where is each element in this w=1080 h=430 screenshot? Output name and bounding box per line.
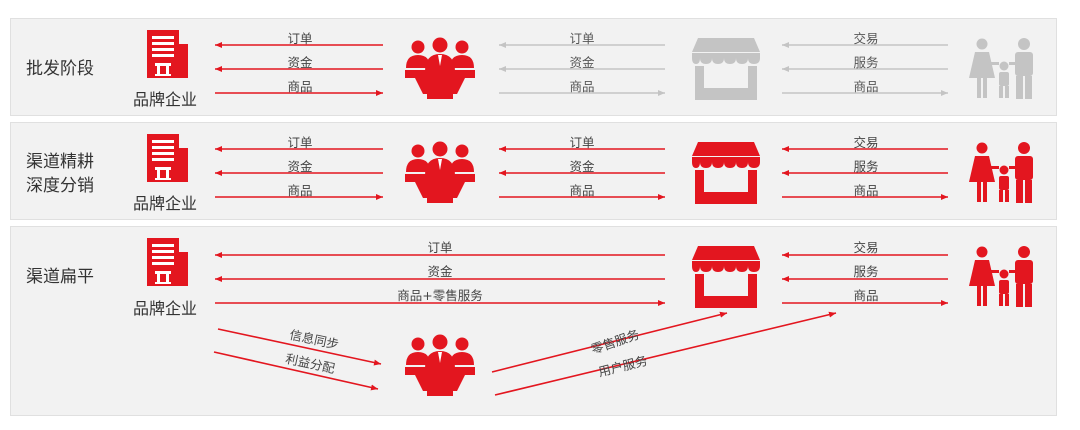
flow-label: 商品 <box>853 183 879 198</box>
flow-label: 订单 <box>569 31 595 46</box>
flow-label: 交易 <box>853 31 879 46</box>
flow-label: 资金 <box>427 264 453 279</box>
family-icon <box>969 142 1033 203</box>
flow-label: 商品+零售服务 <box>397 288 483 303</box>
flow-label: 资金 <box>569 55 595 70</box>
flow-label: 商品 <box>853 288 879 303</box>
flow-label: 资金 <box>287 55 313 70</box>
building-icon <box>147 30 188 78</box>
family-icon <box>969 38 1033 99</box>
flow-label: 订单 <box>569 135 595 150</box>
flow-label: 交易 <box>853 135 879 150</box>
flow-label: 商品 <box>287 183 313 198</box>
family-icon <box>969 246 1033 307</box>
storefront-icon <box>692 246 760 308</box>
stage-label-wholesale: 批发阶段 <box>26 59 94 79</box>
flow-label: 订单 <box>287 135 313 150</box>
flow-label: 订单 <box>287 31 313 46</box>
flow-label: 服务 <box>853 264 879 279</box>
brand-label: 品牌企业 <box>132 90 197 109</box>
brand-label: 品牌企业 <box>132 194 197 213</box>
building-icon <box>147 238 188 286</box>
distributor-group-icon <box>405 334 475 396</box>
flow-label: 服务 <box>853 159 879 174</box>
distributor-group-icon <box>405 141 475 203</box>
flow-label: 商品 <box>287 79 313 94</box>
flow-label: 商品 <box>853 79 879 94</box>
distributor-group-icon <box>405 37 475 99</box>
flow-label: 交易 <box>853 240 879 255</box>
flow-label: 服务 <box>853 55 879 70</box>
flow-label: 商品 <box>569 183 595 198</box>
flow-label: 资金 <box>569 159 595 174</box>
stage-label-flat-channel: 渠道扁平 <box>26 267 94 287</box>
flow-label: 商品 <box>569 79 595 94</box>
storefront-icon <box>692 142 760 204</box>
building-icon <box>147 134 188 182</box>
flow-label: 订单 <box>427 240 453 255</box>
brand-label: 品牌企业 <box>132 299 197 318</box>
stage-label-deep-distribution: 渠道精耕 深度分销 <box>26 152 94 196</box>
flow-label: 资金 <box>287 159 313 174</box>
storefront-icon <box>692 38 760 100</box>
